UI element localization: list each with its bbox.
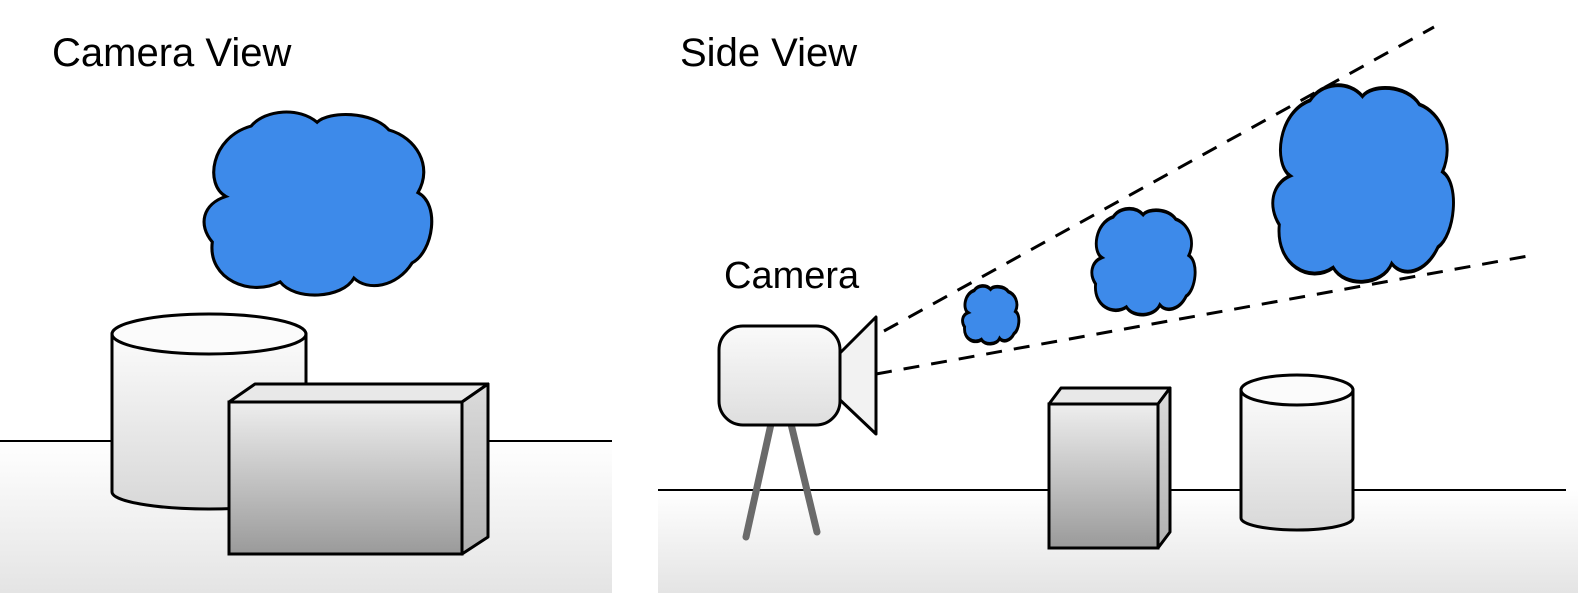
cloud-icon — [960, 284, 1021, 346]
camera-view-title: Camera View — [52, 31, 291, 75]
camera-view-panel: Camera View — [0, 31, 612, 593]
camera-label: Camera — [724, 255, 860, 297]
box — [1047, 386, 1172, 550]
cloud-icon — [202, 110, 434, 297]
frustum-upper-line — [883, 25, 1435, 333]
side-view-panel: Side View Camera — [658, 25, 1578, 593]
side-view-title: Side View — [680, 31, 857, 75]
cylinder — [1239, 373, 1355, 532]
cloud-icon — [1090, 206, 1197, 317]
cloud-icon — [1270, 83, 1456, 284]
box — [227, 382, 490, 556]
video-camera-icon — [717, 315, 878, 541]
